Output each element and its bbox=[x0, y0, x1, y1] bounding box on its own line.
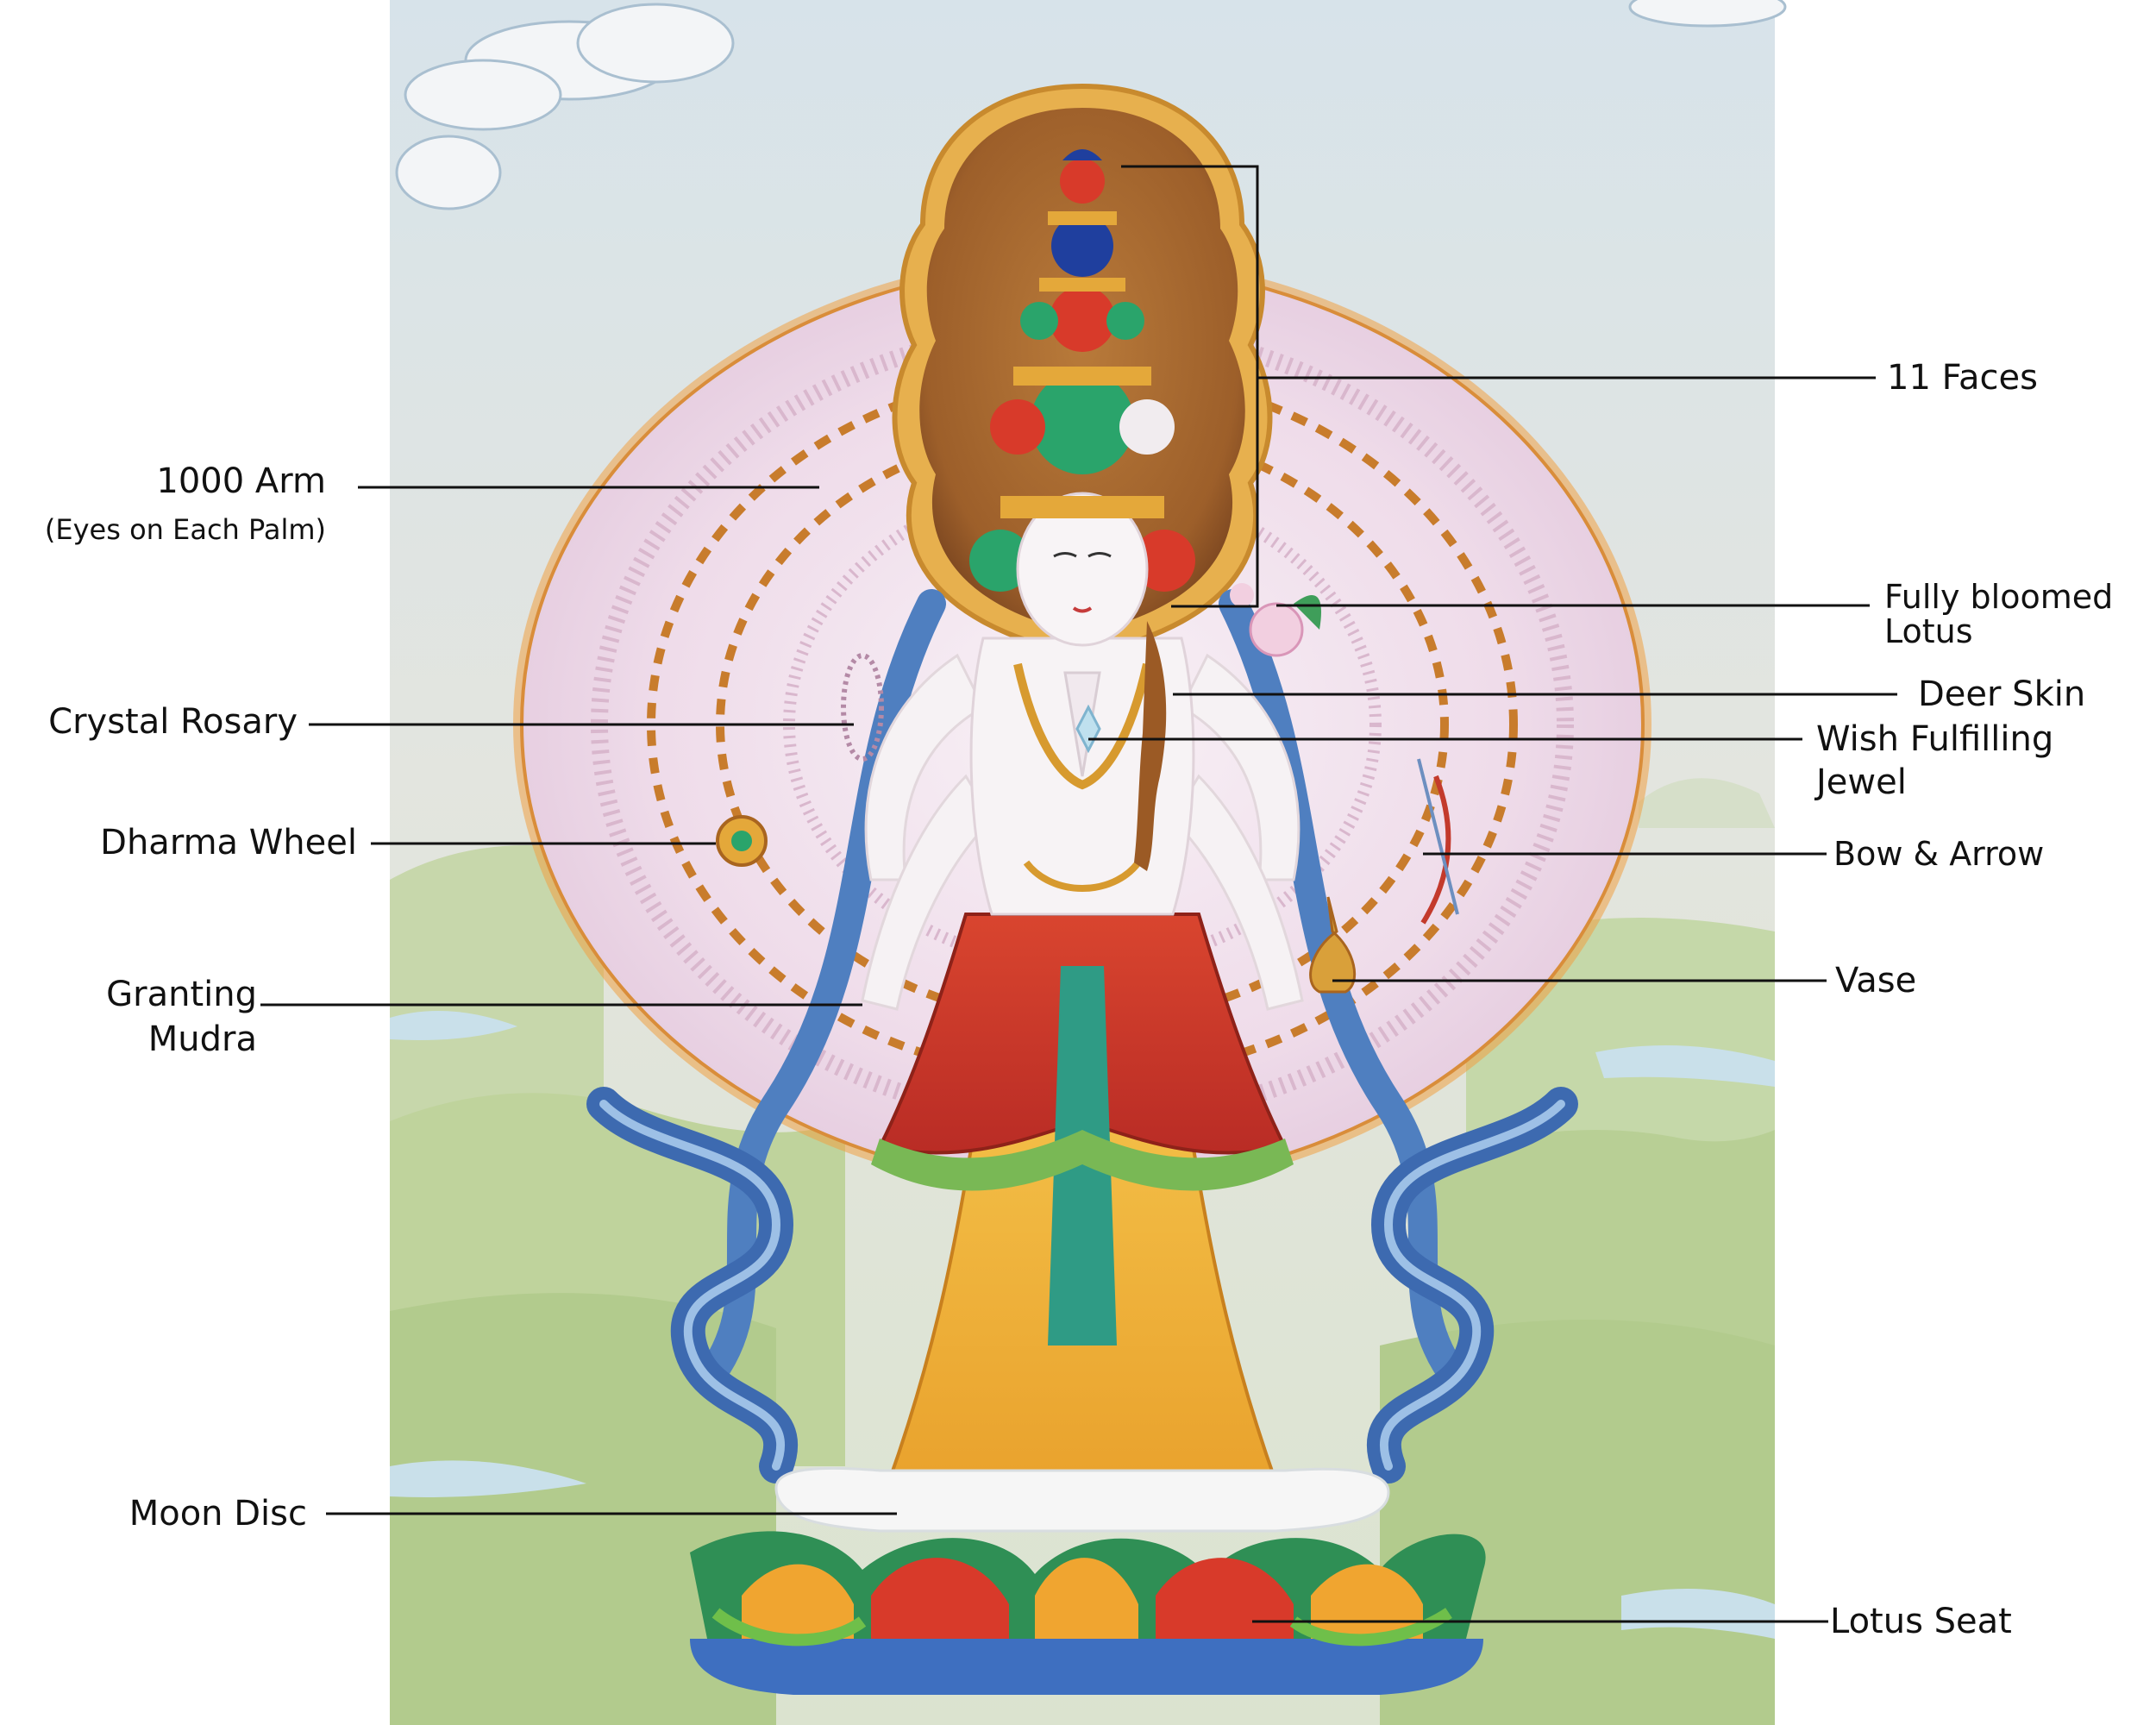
rosary-icon bbox=[841, 653, 884, 762]
lotus-flower-icon bbox=[1230, 583, 1321, 657]
leader-lines bbox=[260, 165, 1897, 1623]
label-arms-note: (Eyes on Each Palm) bbox=[45, 513, 326, 546]
label-lotus-flower-line1: Fully bloomed bbox=[1884, 578, 2113, 616]
eleven-faces bbox=[969, 149, 1195, 647]
vase-icon bbox=[1309, 896, 1357, 994]
label-bow: Bow & Arrow bbox=[1833, 835, 2044, 873]
annotation-labels: 11 Faces 1000 Arm (Eyes on Each Palm) Fu… bbox=[45, 358, 2113, 1641]
leader-faces bbox=[1121, 165, 1259, 608]
label-mudra-line1: Granting bbox=[106, 975, 257, 1014]
label-wheel: Dharma Wheel bbox=[100, 823, 357, 862]
held-attributes bbox=[716, 583, 1459, 994]
main-arms bbox=[861, 653, 1304, 1011]
label-moon-disc: Moon Disc bbox=[129, 1494, 307, 1534]
label-jewel-line1: Wish Fulfilling bbox=[1816, 719, 2053, 759]
label-faces: 11 Faces bbox=[1887, 358, 2038, 398]
robes bbox=[871, 913, 1294, 1485]
cloud-icon bbox=[395, 0, 1787, 210]
label-lotus-seat: Lotus Seat bbox=[1830, 1602, 2012, 1641]
label-mudra-line2: Mudra bbox=[148, 1019, 257, 1059]
moon-disc-shape bbox=[774, 1466, 1390, 1533]
label-lotus-flower-line2: Lotus bbox=[1884, 612, 1973, 650]
label-jewel-line2: Jewel bbox=[1814, 762, 1907, 802]
deer-skin-icon bbox=[1134, 621, 1167, 871]
lotus-seat-shape bbox=[690, 1531, 1486, 1695]
dharma-wheel-icon bbox=[716, 815, 768, 867]
bow-arrow-icon bbox=[1417, 758, 1459, 925]
label-vase: Vase bbox=[1835, 961, 1916, 1000]
label-deer-skin: Deer Skin bbox=[1918, 674, 2085, 714]
pedestal bbox=[690, 1466, 1486, 1695]
label-rosary: Crystal Rosary bbox=[48, 702, 298, 742]
label-arms: 1000 Arm bbox=[156, 461, 326, 501]
